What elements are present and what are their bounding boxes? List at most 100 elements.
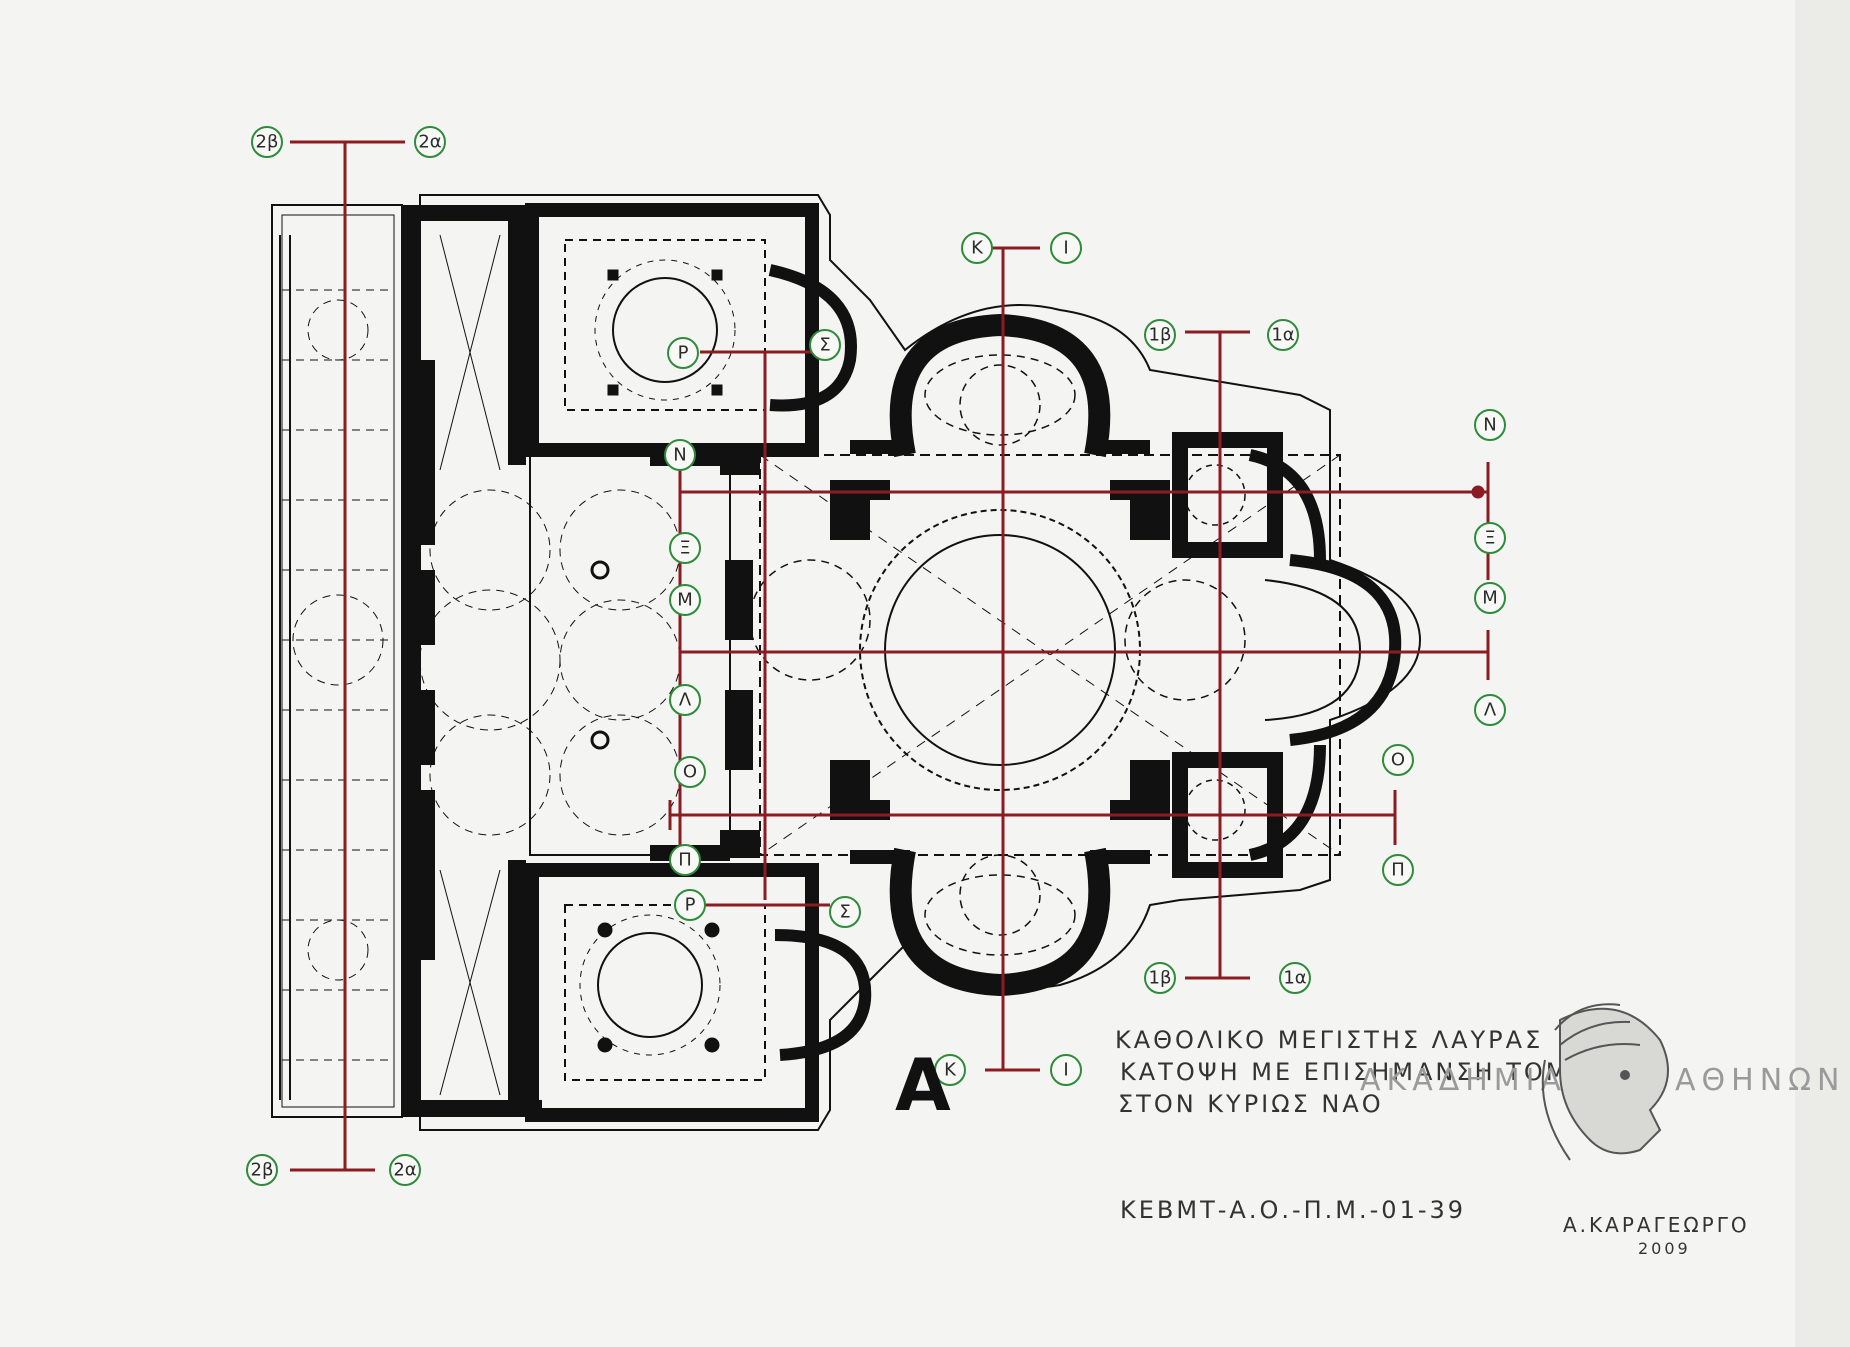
section-marker-1a-top: 1α bbox=[1267, 319, 1299, 351]
marker-circle bbox=[669, 532, 701, 564]
athena-head-emblem bbox=[1541, 1003, 1669, 1161]
section-marker-m-left: Μ bbox=[669, 584, 701, 616]
section-marker-1a-bot: 1α bbox=[1279, 962, 1311, 994]
section-marker-p-right: Π bbox=[1382, 854, 1414, 886]
marker-circle bbox=[1144, 319, 1176, 351]
marker-label: Κ bbox=[971, 238, 984, 259]
section-marker-xi-left: Ξ bbox=[669, 532, 701, 564]
marker-label: Ν bbox=[1483, 415, 1496, 436]
marker-circle bbox=[1474, 694, 1506, 726]
signature-year: 2009 bbox=[1638, 1239, 1691, 1258]
marker-circle bbox=[389, 1154, 421, 1186]
signature: Α.ΚΑΡΑΓΕΩΡΓΟ 2009 bbox=[1563, 1213, 1750, 1258]
section-marker-s-bot: Σ bbox=[829, 896, 861, 928]
marker-label: Σ bbox=[839, 902, 850, 923]
marker-label: 2β bbox=[256, 132, 279, 153]
title-block: ΚΑΘΟΛΙΚΟ ΜΕΓΙΣΤΗΣ ΛΑΥΡΑΣ ΚΑΤΟΨΗ ΜΕ ΕΠΙΣΗ… bbox=[1115, 1026, 1569, 1118]
marker-label: Ι bbox=[1063, 1060, 1068, 1081]
marker-label: Λ bbox=[1484, 700, 1497, 721]
south-conch bbox=[889, 847, 1111, 997]
marker-circle bbox=[246, 1154, 278, 1186]
section-marker-p-left: Π bbox=[669, 844, 701, 876]
floor-plan bbox=[271, 194, 1422, 1131]
marker-label: Π bbox=[678, 850, 692, 871]
marker-circle bbox=[1050, 232, 1082, 264]
section-marker-i-top: Ι bbox=[1050, 232, 1082, 264]
marker-circle bbox=[809, 329, 841, 361]
section-marker-2a-bot: 2α bbox=[389, 1154, 421, 1186]
marker-label: Λ bbox=[679, 690, 692, 711]
marker-circle bbox=[1279, 962, 1311, 994]
marker-label: 1α bbox=[1283, 968, 1306, 989]
marker-circle bbox=[1474, 409, 1506, 441]
narthex-walls bbox=[402, 205, 542, 1117]
marker-circle bbox=[669, 584, 701, 616]
section-lines bbox=[290, 140, 1490, 1172]
exonarthex-inner bbox=[281, 214, 395, 1108]
marker-label: Ι bbox=[1063, 238, 1068, 259]
section-marker-n-left: Ν bbox=[664, 439, 696, 471]
marker-label: Ρ bbox=[685, 895, 696, 916]
marker-circle bbox=[669, 844, 701, 876]
title-line-3: ΣΤΟΝ ΚΥΡΙΩΣ ΝΑΟ bbox=[1118, 1090, 1384, 1118]
section-marker-1b-bot: 1β bbox=[1144, 962, 1176, 994]
section-marker-k-top: Κ bbox=[961, 232, 993, 264]
title-line-1: ΚΑΘΟΛΙΚΟ ΜΕΓΙΣΤΗΣ ΛΑΥΡΑΣ bbox=[1115, 1026, 1543, 1054]
section-marker-1b-top: 1β bbox=[1144, 319, 1176, 351]
marker-circle bbox=[1382, 744, 1414, 776]
section-marker-r-bot: Ρ bbox=[674, 889, 706, 921]
academy-watermark: ΑΚΑΔΗΜΙΑ ΑΘΗΝΩΝ bbox=[1360, 1003, 1846, 1161]
narthex-vaults bbox=[419, 234, 681, 1096]
section-marker-2b-top: 2β bbox=[251, 126, 283, 158]
marker-label: Ν bbox=[673, 445, 686, 466]
marker-circle bbox=[1474, 582, 1506, 614]
marker-label: 1α bbox=[1271, 325, 1294, 346]
marker-label: 2β bbox=[251, 1160, 274, 1181]
section-marker-o-left: Ο bbox=[674, 756, 706, 788]
exonarthex-columns bbox=[279, 235, 291, 1100]
north-conch bbox=[889, 313, 1111, 458]
exonarthex-bays bbox=[282, 289, 394, 1061]
marker-circle bbox=[667, 337, 699, 369]
section-marker-m-right: Μ bbox=[1474, 582, 1506, 614]
marker-circle bbox=[961, 232, 993, 264]
marker-circle bbox=[669, 684, 701, 716]
bema-apse bbox=[1172, 432, 1402, 878]
section-marker-xi-right: Ξ bbox=[1474, 522, 1506, 554]
reference-code: ΚΕΒΜΤ-Α.Ο.-Π.Μ.-01-39 bbox=[1120, 1196, 1466, 1224]
marker-circle bbox=[251, 126, 283, 158]
marker-circle bbox=[674, 756, 706, 788]
signature-name: Α.ΚΑΡΑΓΕΩΡΓΟ bbox=[1563, 1213, 1750, 1237]
marker-label: Ο bbox=[1391, 750, 1405, 771]
inner-narthex bbox=[529, 450, 760, 861]
marker-label: Ο bbox=[683, 762, 697, 783]
marker-circle bbox=[1382, 854, 1414, 886]
section-marker-k-bot: Κ bbox=[934, 1054, 966, 1086]
marker-label: Μ bbox=[677, 590, 693, 611]
marker-label: Ρ bbox=[678, 343, 689, 364]
section-marker-2b-bot: 2β bbox=[246, 1154, 278, 1186]
marker-label: 2α bbox=[393, 1160, 416, 1181]
marker-label: Κ bbox=[944, 1060, 957, 1081]
watermark-right-word: ΑΘΗΝΩΝ bbox=[1675, 1063, 1846, 1098]
marker-circle bbox=[664, 439, 696, 471]
marker-label: Μ bbox=[1482, 588, 1498, 609]
chapel-south bbox=[525, 863, 872, 1122]
chapel-north bbox=[525, 203, 857, 457]
section-marker-l-left: Λ bbox=[669, 684, 701, 716]
marker-circle bbox=[1144, 962, 1176, 994]
title-line-2: ΚΑΤΟΨΗ ΜΕ ΕΠΙΣΗΜΑΝΣΗ ΤΟΜ bbox=[1120, 1058, 1569, 1086]
marker-circle bbox=[414, 126, 446, 158]
marker-label: 1β bbox=[1149, 968, 1172, 989]
marker-circle bbox=[829, 896, 861, 928]
watermark-left-word: ΑΚΑΔΗΜΙΑ bbox=[1360, 1063, 1567, 1098]
marker-label: Ξ bbox=[679, 538, 690, 559]
marker-circle bbox=[1474, 522, 1506, 554]
section-marker-i-bot: Ι bbox=[1050, 1054, 1082, 1086]
marker-circle bbox=[674, 889, 706, 921]
paper-edge bbox=[1795, 0, 1850, 1347]
section-marker-l-right: Λ bbox=[1474, 694, 1506, 726]
section-marker-n-right: Ν bbox=[1474, 409, 1506, 441]
marker-label: 2α bbox=[418, 132, 441, 153]
